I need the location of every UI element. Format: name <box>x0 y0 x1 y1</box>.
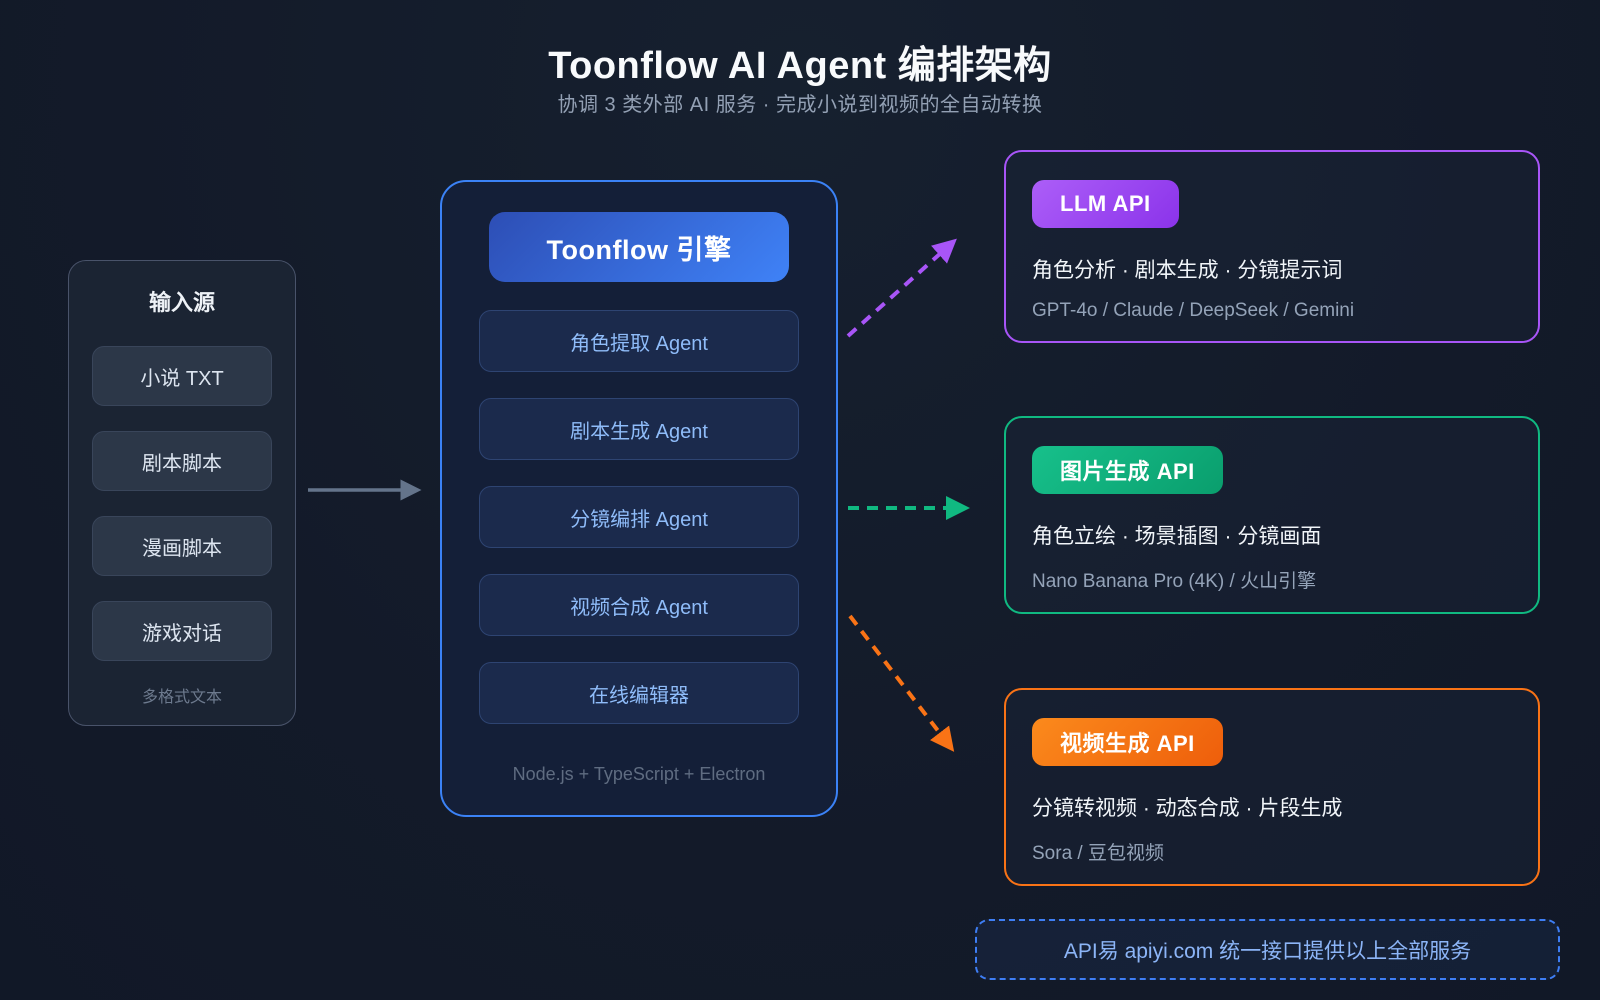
arrow-engine-to-llm-api <box>846 238 957 338</box>
agent-item-character-extraction: 角色提取 Agent <box>479 310 799 372</box>
page-subtitle: 协调 3 类外部 AI 服务 · 完成小说到视频的全自动转换 <box>557 94 1043 116</box>
agent-item-online-editor: 在线编辑器 <box>479 662 799 724</box>
service-card-image-api: 图片生成 API 角色立绘 · 场景插图 · 分镜画面 Nano Banana … <box>1004 416 1540 614</box>
agent-item-video-synthesis: 视频合成 Agent <box>479 574 799 636</box>
agent-item-storyboard-arrangement: 分镜编排 Agent <box>479 486 799 548</box>
engine-panel: Toonflow 引擎 角色提取 Agent 剧本生成 Agent 分镜编排 A… <box>440 180 838 817</box>
input-item-game-dialogue: 游戏对话 <box>92 601 272 661</box>
image-api-badge: 图片生成 API <box>1032 446 1223 494</box>
image-api-providers: Nano Banana Pro (4K) / 火山引擎 <box>1032 571 1317 592</box>
input-item-comic-script: 漫画脚本 <box>92 516 272 576</box>
agent-item-script-generation: 剧本生成 Agent <box>479 398 799 460</box>
apiyi-banner[interactable]: API易 apiyi.com 统一接口提供以上全部服务 <box>975 919 1560 980</box>
engine-tech-stack: Node.js + TypeScript + Electron <box>512 764 766 784</box>
video-api-description: 分镜转视频 · 动态合成 · 片段生成 <box>1032 797 1343 820</box>
input-source-title: 输入源 <box>148 290 215 315</box>
agent-list: 角色提取 Agent 剧本生成 Agent 分镜编排 Agent 视频合成 Ag… <box>442 310 836 724</box>
input-item-drama-script: 剧本脚本 <box>92 431 272 491</box>
input-source-list: 小说 TXT 剧本脚本 漫画脚本 游戏对话 <box>69 346 295 661</box>
llm-api-badge: LLM API <box>1032 180 1179 228</box>
page-title: Toonflow AI Agent 编排架构 <box>548 45 1052 87</box>
input-source-footer: 多格式文本 <box>141 689 222 706</box>
video-api-providers: Sora / 豆包视频 <box>1032 843 1164 864</box>
image-api-description: 角色立绘 · 场景插图 · 分镜画面 <box>1032 525 1322 548</box>
llm-api-description: 角色分析 · 剧本生成 · 分镜提示词 <box>1032 259 1343 282</box>
service-card-video-api: 视频生成 API 分镜转视频 · 动态合成 · 片段生成 Sora / 豆包视频 <box>1004 688 1540 886</box>
input-item-novel-txt: 小说 TXT <box>92 346 272 406</box>
engine-title-badge: Toonflow 引擎 <box>489 212 789 282</box>
video-api-badge: 视频生成 API <box>1032 718 1223 766</box>
llm-api-providers: GPT-4o / Claude / DeepSeek / Gemini <box>1032 300 1355 321</box>
service-card-llm-api: LLM API 角色分析 · 剧本生成 · 分镜提示词 GPT-4o / Cla… <box>1004 150 1540 343</box>
arrow-engine-to-video-api <box>848 614 955 752</box>
input-source-panel: 输入源 小说 TXT 剧本脚本 漫画脚本 游戏对话 多格式文本 <box>68 260 296 726</box>
